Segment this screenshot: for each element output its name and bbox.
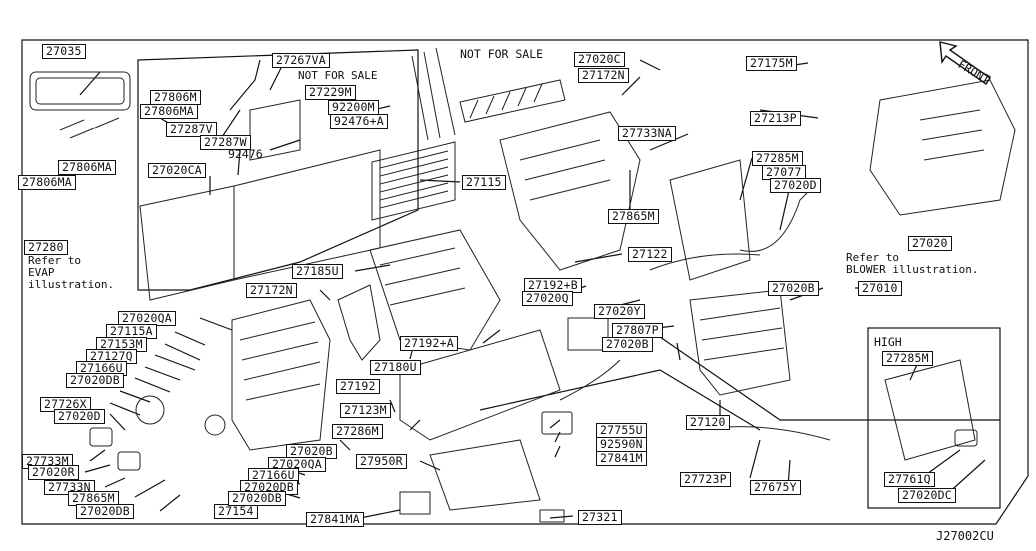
callout-27120[interactable]: 27120 — [686, 415, 730, 430]
callout-27723p[interactable]: 27723P — [680, 472, 731, 487]
callout-27806ma-b[interactable]: 27806MA — [58, 160, 116, 175]
evap-refer-note: Refer to EVAP illustration. — [28, 254, 115, 291]
not-for-sale-note-b: NOT FOR SALE — [460, 47, 544, 61]
callout-27285m-a[interactable]: 27285M — [752, 151, 803, 166]
callout-27841m[interactable]: 27841M — [596, 451, 647, 466]
callout-27172n-b[interactable]: 27172N — [246, 283, 297, 298]
callout-27806m[interactable]: 27806M — [150, 90, 201, 105]
callout-27229m[interactable]: 27229M — [305, 85, 356, 100]
callout-27285m-b[interactable]: 27285M — [882, 351, 933, 366]
callout-27761q[interactable]: 27761Q — [884, 472, 935, 487]
callout-27153m[interactable]: 27153M — [96, 337, 147, 352]
callout-27192[interactable]: 27192 — [336, 379, 380, 394]
callout-27020d-b[interactable]: 27020D — [54, 409, 105, 424]
callout-27185u[interactable]: 27185U — [292, 264, 343, 279]
callout-27010[interactable]: 27010 — [858, 281, 902, 296]
callout-27180u[interactable]: 27180U — [370, 360, 421, 375]
callout-27213p[interactable]: 27213P — [750, 111, 801, 126]
label-92476[interactable]: 92476 — [228, 147, 263, 161]
callout-27175m[interactable]: 27175M — [746, 56, 797, 71]
callout-27020db-d[interactable]: 27020DB — [228, 491, 286, 506]
callout-27020b-b[interactable]: 27020B — [602, 337, 653, 352]
callout-27726x[interactable]: 27726X — [40, 397, 91, 412]
callout-27020dc[interactable]: 27020DC — [898, 488, 956, 503]
callout-27733na[interactable]: 27733NA — [618, 126, 676, 141]
diagram-code: J27002CU — [936, 529, 994, 543]
callout-27280[interactable]: 27280 — [24, 240, 68, 255]
not-for-sale-note-a: NOT FOR SALE — [298, 69, 378, 82]
callout-27192a[interactable]: 27192+A — [400, 336, 458, 351]
callout-27020ca[interactable]: 27020CA — [148, 163, 206, 178]
callout-27806ma-c[interactable]: 27806MA — [18, 175, 76, 190]
callout-27123m[interactable]: 27123M — [340, 403, 391, 418]
callout-27287w[interactable]: 27287W — [200, 135, 251, 150]
callout-27950r[interactable]: 27950R — [356, 454, 407, 469]
callout-27841ma[interactable]: 27841MA — [306, 512, 364, 527]
callout-27115[interactable]: 27115 — [462, 175, 506, 190]
callout-27806ma-a[interactable]: 27806MA — [140, 104, 198, 119]
callout-27675y[interactable]: 27675Y — [750, 480, 801, 495]
callout-27154[interactable]: 27154 — [214, 504, 258, 519]
front-arrow-icon — [939, 41, 991, 85]
callout-27192b[interactable]: 27192+B — [524, 278, 582, 293]
callout-27020db-a[interactable]: 27020DB — [66, 373, 124, 388]
callout-27020[interactable]: 27020 — [908, 236, 952, 251]
callout-27127q[interactable]: 27127Q — [86, 349, 137, 364]
callout-27807p[interactable]: 27807P — [612, 323, 663, 338]
callout-27321[interactable]: 27321 — [578, 510, 622, 525]
callout-27286m[interactable]: 27286M — [332, 424, 383, 439]
blower-refer-note: Refer to BLOWER illustration. — [846, 251, 979, 276]
high-inset-title: HIGH — [874, 335, 902, 349]
callout-92590n[interactable]: 92590N — [596, 437, 647, 452]
callout-27122[interactable]: 27122 — [628, 247, 672, 262]
callout-27267va[interactable]: 27267VA — [272, 53, 330, 68]
callout-92200m[interactable]: 92200M — [328, 100, 379, 115]
callout-27755u[interactable]: 27755U — [596, 423, 647, 438]
callout-27020r[interactable]: 27020R — [28, 465, 79, 480]
callout-27287v[interactable]: 27287V — [166, 122, 217, 137]
callout-27172n-a[interactable]: 27172N — [578, 68, 629, 83]
callout-27020d-a[interactable]: 27020D — [770, 178, 821, 193]
callout-27020b-c[interactable]: 27020B — [286, 444, 337, 459]
callout-27035[interactable]: 27035 — [42, 44, 86, 59]
callout-27020c[interactable]: 27020C — [574, 52, 625, 67]
callout-27020y[interactable]: 27020Y — [594, 304, 645, 319]
callout-92476a[interactable]: 92476+A — [330, 114, 388, 129]
callout-27020qa-a[interactable]: 27020QA — [118, 311, 176, 326]
callout-27020q[interactable]: 27020Q — [522, 291, 573, 306]
callout-27865m-a[interactable]: 27865M — [608, 209, 659, 224]
callout-27020db-c[interactable]: 27020DB — [76, 504, 134, 519]
callout-27166u-a[interactable]: 27166U — [76, 361, 127, 376]
callout-27020b-a[interactable]: 27020B — [768, 281, 819, 296]
